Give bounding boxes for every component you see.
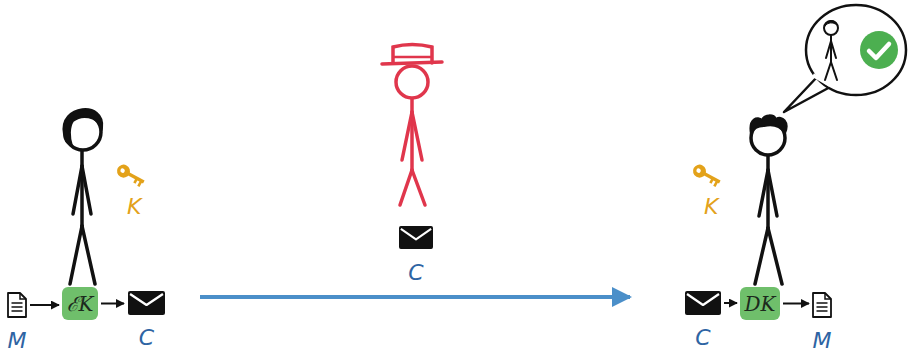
envelope-icon-outline (685, 291, 721, 315)
envelope-icon-outline (399, 226, 433, 249)
transmission-arrow (200, 295, 630, 299)
cipher-box: ℰK (62, 287, 98, 320)
variable-label: C (408, 262, 423, 284)
receiver-figure (750, 115, 786, 284)
document-icon-outline (7, 292, 27, 318)
envelope-icon: C (685, 291, 721, 315)
key-icon (691, 162, 723, 187)
document-icon-outline (812, 292, 832, 318)
key-label: K (127, 196, 141, 218)
small-figure (824, 21, 838, 80)
key-icon (115, 162, 147, 187)
envelope-icon: C (399, 226, 433, 249)
cipher-box: DK (740, 287, 780, 320)
check-mark (860, 31, 898, 69)
envelope-icon-outline (128, 291, 165, 315)
flow-arrow (30, 304, 59, 306)
envelope-icon: C (128, 291, 165, 315)
flow-arrow (724, 302, 737, 304)
flow-arrow (783, 303, 809, 305)
variable-label: C (695, 327, 710, 349)
key-label: K (704, 196, 718, 218)
document-icon: M (7, 292, 27, 318)
eavesdropper-figure (382, 45, 442, 206)
sender-figure (63, 109, 102, 284)
function-label: ℰK (67, 290, 94, 317)
variable-label: M (813, 330, 832, 352)
function-label: DK (745, 292, 776, 316)
speech-bubble (784, 5, 906, 112)
variable-label: M (8, 330, 27, 352)
flow-arrow (101, 303, 124, 305)
variable-label: C (139, 327, 154, 349)
document-icon: M (812, 292, 832, 318)
